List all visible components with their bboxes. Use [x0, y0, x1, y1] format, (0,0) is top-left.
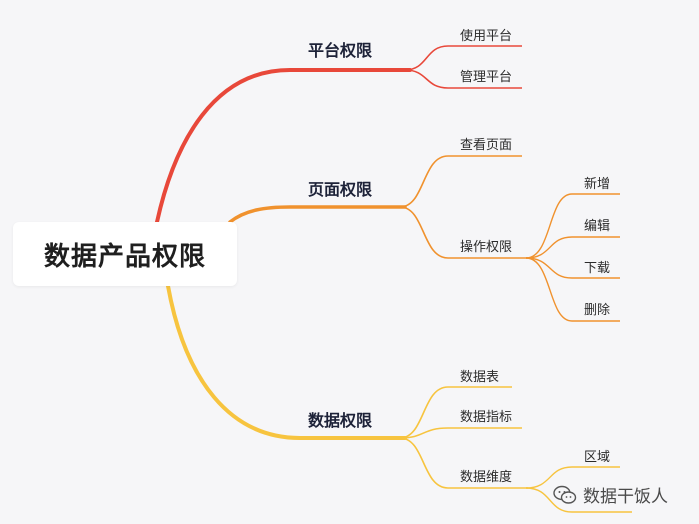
connector-edit — [525, 236, 620, 259]
node-add[interactable]: 新增 — [584, 177, 611, 192]
connector-manage-platform — [404, 69, 522, 89]
node-region[interactable]: 区域 — [584, 450, 611, 465]
connector-delete — [525, 257, 620, 322]
watermark: 数据干饭人 — [553, 482, 668, 507]
node-manage-platform[interactable]: 管理平台 — [460, 70, 513, 85]
root-node-label: 数据产品权限 — [43, 241, 206, 272]
connector-view-page — [399, 155, 522, 208]
node-edit[interactable]: 编辑 — [584, 219, 611, 234]
connector-data — [166, 284, 407, 440]
node-data-table[interactable]: 数据表 — [460, 370, 500, 385]
node-use-platform[interactable]: 使用平台 — [460, 29, 513, 44]
node-data-metric[interactable]: 数据指标 — [460, 410, 513, 425]
connector-region — [525, 466, 620, 489]
branch-data-label[interactable]: 数据权限 — [308, 411, 373, 430]
node-download[interactable]: 下载 — [584, 261, 611, 276]
root-node[interactable]: 数据产品权限 — [13, 222, 237, 286]
connector-region-extra — [525, 487, 632, 513]
node-delete[interactable]: 删除 — [584, 303, 611, 318]
branch-page-label[interactable]: 页面权限 — [308, 180, 373, 199]
connector-download — [525, 257, 620, 279]
connector-page — [228, 205, 407, 224]
node-view-page[interactable]: 查看页面 — [460, 138, 513, 153]
connector-data-metric — [399, 427, 522, 439]
connector-platform — [155, 68, 412, 224]
connector-use-platform — [404, 45, 522, 71]
connector-operation — [399, 206, 528, 259]
node-data-dimension[interactable]: 数据维度 — [460, 470, 513, 485]
connector-data-dimension — [399, 437, 528, 489]
watermark-text: 数据干饭人 — [583, 487, 668, 507]
wechat-icon — [553, 485, 577, 504]
branch-platform-label[interactable]: 平台权限 — [308, 41, 373, 60]
connector-add — [525, 193, 620, 259]
node-operation-permission[interactable]: 操作权限 — [460, 240, 513, 255]
connector-data-table — [399, 386, 512, 439]
